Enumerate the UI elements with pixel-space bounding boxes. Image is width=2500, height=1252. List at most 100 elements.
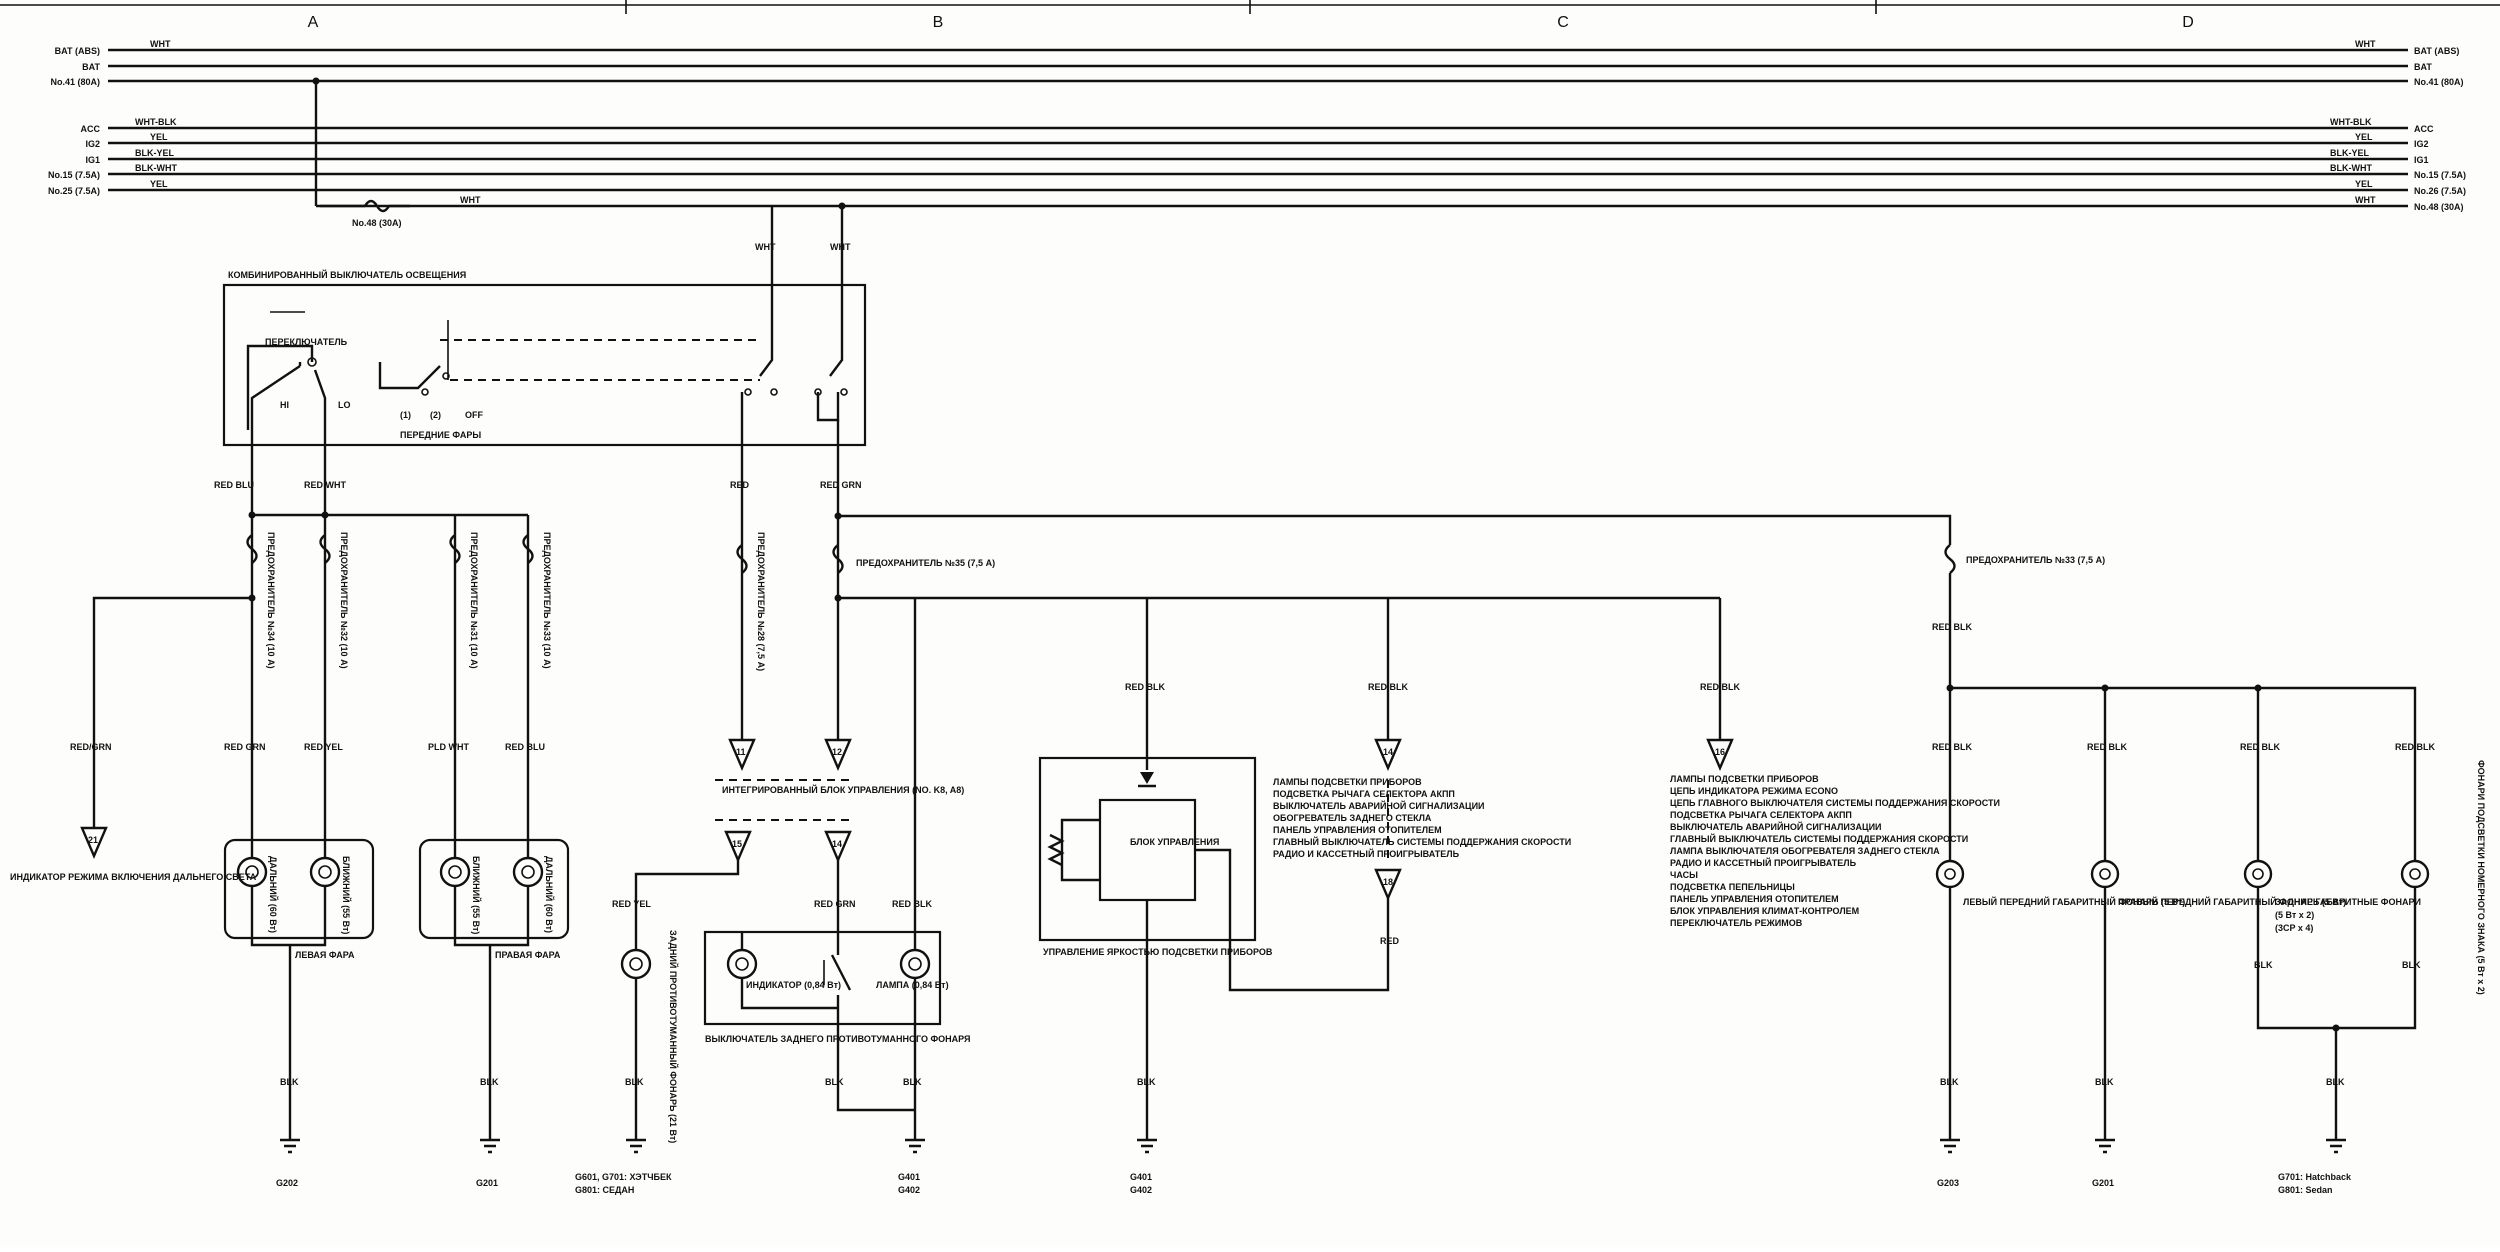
rail-left-2: No.41 (80A) [50, 77, 100, 87]
rear-blk-2: BLK [2402, 960, 2421, 970]
list1-item-5: ГЛАВНЫЙ ВЫКЛЮЧАТЕЛЬ СИСТЕМЫ ПОДДЕРЖАНИЯ … [1273, 836, 1571, 847]
left-hl-wire-1: RED GRN [224, 742, 266, 752]
switch-title: КОМБИНИРОВАННЫЙ ВЫКЛЮЧАТЕЛЬ ОСВЕЩЕНИЯ [228, 269, 466, 280]
rail-right-wire-4: YEL [2355, 132, 2373, 142]
left-hl-gnd-wire: BLK [280, 1077, 299, 1087]
list2-item-3: ПОДСВЕТКА РЫЧАГА СЕЛЕКТОРА АКПП [1670, 810, 1852, 820]
fuse-28-label: ПРЕДОХРАНИТЕЛЬ №28 (7,5 А) [756, 532, 766, 671]
list1-connector-2: 18 [1383, 877, 1393, 887]
rear-blk-1: BLK [2254, 960, 2273, 970]
power-rails [108, 48, 2408, 213]
list1-item-2: ВЫКЛЮЧАТЕЛЬ АВАРИЙНОЙ СИГНАЛИЗАЦИИ [1273, 800, 1485, 811]
column-label-d: D [2182, 14, 2194, 31]
dimmer-switch-label: ПЕРЕКЛЮЧАТЕЛЬ [265, 337, 348, 347]
rail-labels-left: BAT (ABS) BAT No.41 (80A) ACC IG2 IG1 No… [48, 39, 481, 205]
lo-label: LO [338, 400, 351, 410]
fog-indicator-label: ИНДИКАТОР (0,84 Вт) [746, 980, 841, 990]
list1-item-1: ПОДСВЕТКА РЫЧАГА СЕЛЕКТОРА АКПП [1273, 789, 1455, 799]
ground-g202: G202 [276, 1178, 298, 1188]
combination-light-switch: КОМБИНИРОВАННЫЙ ВЫКЛЮЧАТЕЛЬ ОСВЕЩЕНИЯ WH… [222, 202, 867, 460]
list2-item-2: ЦЕПЬ ГЛАВНОГО ВЫКЛЮЧАТЕЛЯ СИСТЕМЫ ПОДДЕР… [1670, 798, 2000, 808]
rail-left-wire-8: WHT [460, 195, 481, 205]
fuse-34-label: ПРЕДОХРАНИТЕЛЬ №34 (10 А) [266, 532, 276, 669]
rail-left-6: No.15 (7.5A) [48, 170, 100, 180]
rail-right-wire-5: BLK-YEL [2330, 148, 2369, 158]
list1-item-0: ЛАМПЫ ПОДСВЕТКИ ПРИБОРОВ [1273, 777, 1422, 787]
list1-wire: RED BLK [1368, 682, 1408, 692]
highbeam-connector: 21 [88, 835, 98, 845]
out-wire-3: RED [730, 480, 750, 490]
list1-connector: 14 [1383, 747, 1393, 757]
column-label-a: A [308, 14, 319, 31]
dimmer-wire-in: RED BLK [1125, 682, 1165, 692]
left-front-parking-lamp: ЛЕВЫЙ ПЕРЕДНИЙ ГАБАРИТНЫЙ ФОНАРЬ (5 Вт) [1963, 896, 2185, 907]
rail-right-8: No.48 (30A) [2414, 202, 2464, 212]
fog-gnd-wire-3: BLK [903, 1077, 922, 1087]
fuse-31-label: ПРЕДОХРАНИТЕЛЬ №31 (10 А) [469, 532, 479, 669]
rail-left-wire-3: WHT-BLK [135, 117, 177, 127]
left-hl-bulb-1: ДАЛЬНИЙ (60 Вт) [268, 856, 279, 933]
mcu-conn-14: 14 [832, 839, 842, 849]
list2-item-10: ПАНЕЛЬ УПРАВЛЕНИЯ ОТОПИТЕЛЕМ [1670, 894, 1839, 904]
rail-left-7: No.25 (7.5A) [48, 186, 100, 196]
right-hl-bulb-1: БЛИЖНИЙ (55 Вт) [471, 856, 482, 934]
rail-right-wire-8: WHT [2355, 195, 2376, 205]
list2-item-5: ГЛАВНЫЙ ВЫКЛЮЧАТЕЛЬ СИСТЕМЫ ПОДДЕРЖАНИЯ … [1670, 833, 1968, 844]
fuse-48-label: No.48 (30A) [352, 218, 402, 228]
dimmer-gnd-wire: BLK [1137, 1077, 1156, 1087]
ground-g402-a: G402 [898, 1185, 920, 1195]
list2-item-12: ПЕРЕКЛЮЧАТЕЛЬ РЕЖИМОВ [1670, 918, 1803, 928]
parking-drop-2: RED BLK [2087, 742, 2127, 752]
list2-item-8: ЧАСЫ [1670, 870, 1698, 880]
ground-g402-b: G402 [1130, 1185, 1152, 1195]
rear-fog-circuit: RED YEL RED GRN RED BLK ЗАДНИЙ ПРОТИВОТУ… [575, 860, 970, 1195]
left-headlight: RED GRN RED YEL ДАЛЬНИЙ (60 Вт) БЛИЖНИЙ … [223, 742, 375, 1188]
right-hl-title: ПРАВАЯ ФАРА [495, 950, 561, 960]
parking-drop-3: RED BLK [2240, 742, 2280, 752]
ground-g203: G203 [1937, 1178, 1959, 1188]
dimmer-control-unit: RED BLK БЛОК УПРАВЛЕНИЯ УПРАВЛЕНИЕ ЯРКОС… [1038, 682, 1390, 1195]
fog-gnd-note-1: G601, G701: ХЭТЧБЕК [575, 1172, 672, 1182]
ground-g401-a: G401 [898, 1172, 920, 1182]
column-header: A B C D [0, 0, 2500, 31]
list2-item-0: ЛАМПЫ ПОДСВЕТКИ ПРИБОРОВ [1670, 774, 1819, 784]
rail-right-7: No.26 (7.5A) [2414, 186, 2466, 196]
rail-left-wire-4: YEL [150, 132, 168, 142]
list2-connector: 16 [1715, 747, 1725, 757]
rear-gnd-note-1: G701: Hatchback [2278, 1172, 2352, 1182]
fog-gnd-wire-1: BLK [625, 1077, 644, 1087]
fuse-symbols [246, 534, 1956, 574]
rail-right-1: BAT [2414, 62, 2432, 72]
lf-blk: BLK [1940, 1077, 1959, 1087]
rear-fog-lamp-label: ЗАДНИЙ ПРОТИВОТУМАННЫЙ ФОНАРЬ (21 Вт) [668, 930, 679, 1143]
mcu-conn-11: 11 [736, 747, 746, 757]
list1-item-4: ПАНЕЛЬ УПРАВЛЕНИЯ ОТОПИТЕЛЕМ [1273, 825, 1442, 835]
fog-switch-label: ВЫКЛЮЧАТЕЛЬ ЗАДНЕГО ПРОТИВОТУМАННОГО ФОН… [705, 1034, 970, 1044]
out-wire-2: RED WHT [304, 480, 346, 490]
highbeam-label: ИНДИКАТОР РЕЖИМА ВКЛЮЧЕНИЯ ДАЛЬНЕГО СВЕТ… [10, 872, 257, 882]
plate-lamps: ФОНАРИ ПОДСВЕТКИ НОМЕРНОГО ЗНАКА (5 Вт x… [2476, 760, 2486, 995]
fog-wire-3: RED BLK [892, 899, 932, 909]
left-hl-bulb-2: БЛИЖНИЙ (55 Вт) [341, 856, 352, 934]
rail-left-5: IG1 [85, 155, 100, 165]
list2-item-1: ЦЕПЬ ИНДИКАТОРА РЕЖИМА ECONO [1670, 786, 1838, 796]
rear-gnd-note-2: G801: Sedan [2278, 1185, 2333, 1195]
list1-item-6: РАДИО И КАССЕТНЫЙ ПРОИГРЫВАТЕЛЬ [1273, 848, 1460, 859]
switch-feed-wire-2: WHT [830, 242, 851, 252]
off-label: OFF [465, 410, 483, 420]
list2-item-9: ПОДСВЕТКА ПЕПЕЛЬНИЦЫ [1670, 882, 1795, 892]
highbeam-wire: RED/GRN [70, 742, 112, 752]
illumination-group-1: RED BLK 14 18 RED ЛАМПЫ ПОДСВЕТКИ ПРИБОР… [1273, 682, 1571, 948]
rear-blk-gnd: BLK [2326, 1077, 2345, 1087]
switch-feed-wire-1: WHT [755, 242, 776, 252]
right-front-parking-lamp: ПРАВЫЙ ПЕРЕДНИЙ ГАБАРИТНЫЙ ФОНАРЬ (5 Вт) [2118, 896, 2346, 907]
rail-left-0: BAT (ABS) [55, 46, 100, 56]
fuse-32-label: ПРЕДОХРАНИТЕЛЬ №32 (10 А) [339, 532, 349, 669]
fuse-33r-label: ПРЕДОХРАНИТЕЛЬ №33 (7,5 А) [1966, 555, 2105, 565]
rail-left-wire-5: BLK-YEL [135, 148, 174, 158]
rf-blk: BLK [2095, 1077, 2114, 1087]
dimmer-title: УПРАВЛЕНИЕ ЯРКОСТЬЮ ПОДСВЕТКИ ПРИБОРОВ [1043, 947, 1273, 957]
integrated-control-unit: 11 12 ИНТЕГРИРОВАННЫЙ БЛОК УПРАВЛЕНИЯ (N… [715, 738, 964, 864]
rear-tail-lamps: ЗАДНИЕ ГАБАРИТНЫЕ ФОНАРИ [2275, 897, 2421, 907]
